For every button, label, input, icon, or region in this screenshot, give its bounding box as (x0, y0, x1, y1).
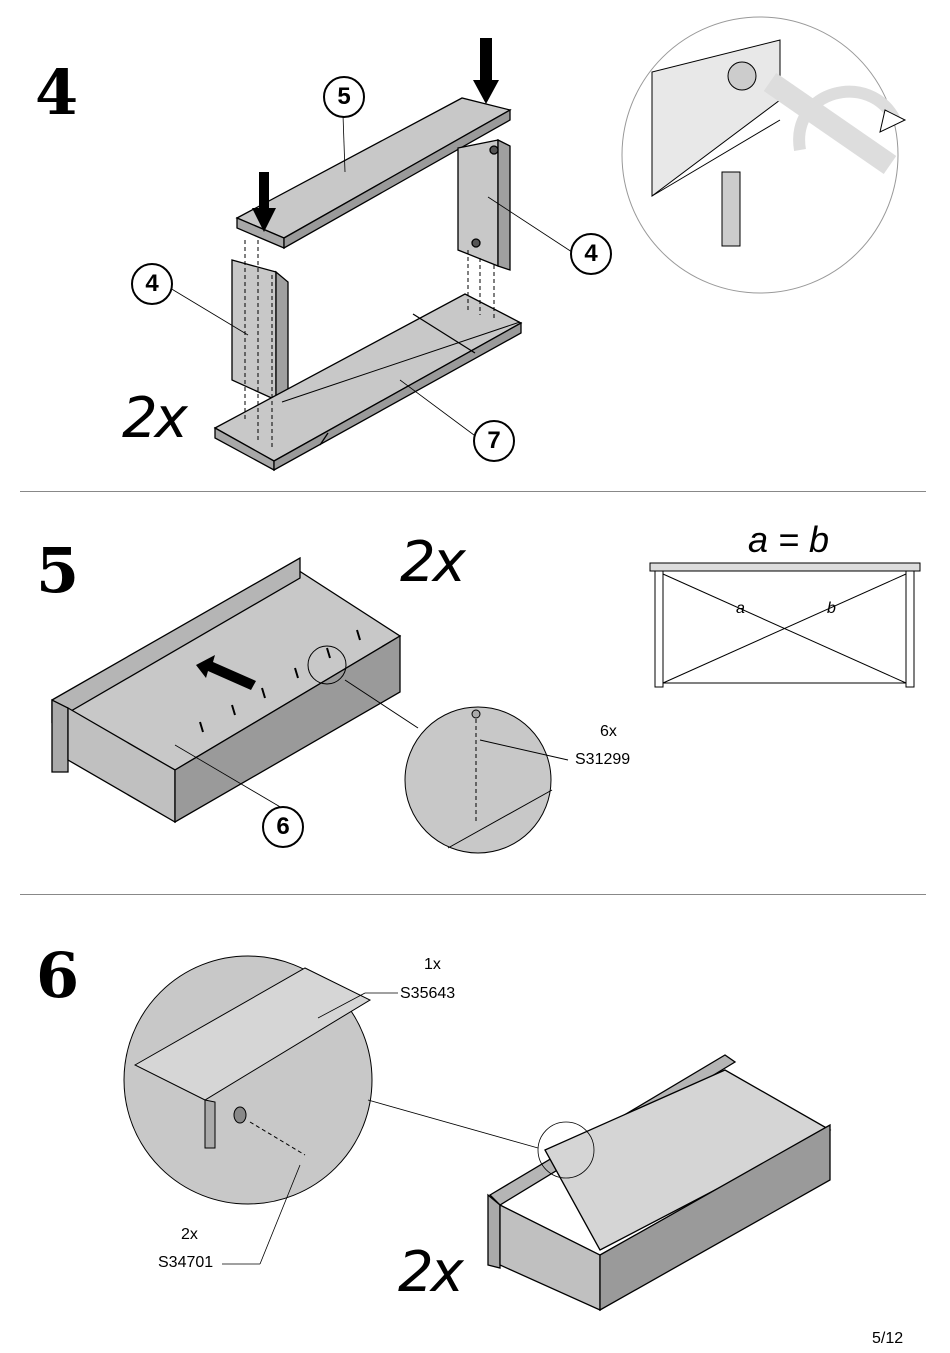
down-arrow-icon (252, 38, 499, 232)
page-number: 5/12 (872, 1330, 904, 1347)
callout-panel-5: 5 (323, 76, 365, 118)
callout-panel-4-right: 4 (570, 233, 612, 275)
step-4-multiplier: 2x (122, 386, 188, 451)
nail-icon (199, 629, 361, 733)
left-arrow-icon (196, 655, 256, 690)
drawer-box-illustration (487, 1054, 832, 1312)
callout-panel-7: 7 (473, 420, 515, 462)
handle-part-code: S35643 (400, 985, 456, 1002)
nail-quantity: 6x (600, 723, 617, 740)
step-5-multiplier: 2x (400, 530, 466, 595)
side-panel-left-illustration (231, 259, 289, 403)
drawer-frame-illustration (51, 556, 402, 824)
diagonal-equation: a = b (748, 519, 830, 560)
step-number-5: 5 (36, 534, 80, 607)
panel-5-illustration (235, 97, 512, 250)
diagonal-a-label: a (736, 600, 745, 617)
section-divider-1 (20, 491, 926, 492)
section-divider-2 (20, 894, 926, 895)
screw-part-code: S34701 (158, 1254, 214, 1271)
diagonal-b-label: b (827, 600, 836, 617)
side-panel-right-illustration (457, 138, 511, 271)
callout-panel-6: 6 (262, 806, 304, 848)
step-6-multiplier: 2x (398, 1240, 464, 1305)
handle-detail (123, 955, 373, 1205)
diagonal-check-diagram (649, 562, 921, 688)
callout-panel-4-left: 4 (131, 263, 173, 305)
nail-part-code: S31299 (575, 751, 631, 768)
bottom-panel-7-illustration (213, 293, 523, 472)
step-number-4: 4 (35, 56, 79, 129)
screw-quantity: 2x (181, 1226, 198, 1243)
handle-quantity: 1x (424, 956, 441, 973)
nail-detail (307, 645, 569, 854)
screwdriver-detail (621, 16, 907, 294)
step-number-6: 6 (36, 939, 80, 1012)
